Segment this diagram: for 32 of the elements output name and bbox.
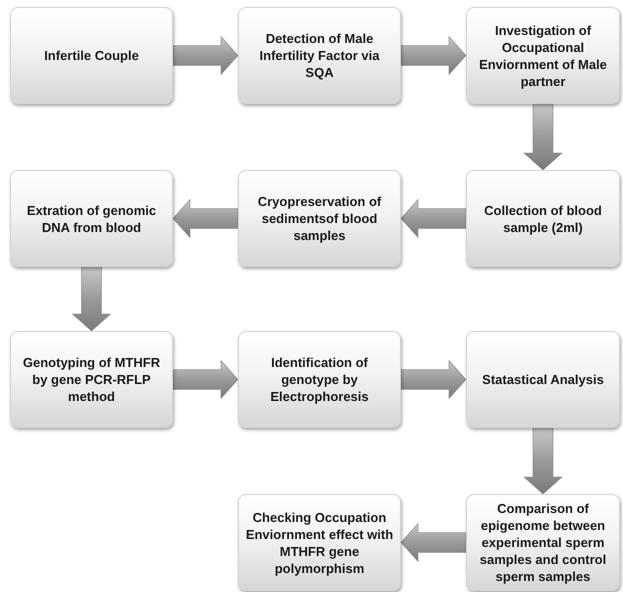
block-arrow — [172, 360, 238, 400]
block-arrow — [400, 522, 466, 562]
step-text: Cryopreservation of sedimentsof blood samples — [256, 193, 382, 244]
process-box — [10, 331, 173, 428]
step-text: Infertile Couple — [44, 47, 139, 64]
process-box — [466, 7, 620, 104]
process-box — [238, 494, 401, 591]
process-box — [10, 170, 173, 267]
step-text: Comparison of epigenome between experimental sperm samples and control sperm samples — [478, 500, 608, 585]
process-box — [238, 7, 401, 104]
step-text: Investigation of Occupational Enviornment of Male partner — [478, 22, 608, 90]
process-box — [238, 331, 401, 428]
block-arrow — [400, 36, 466, 76]
process-box — [10, 7, 173, 104]
process-box — [466, 170, 620, 267]
step-text: Checking Occupation Enviornment effect with MTHFR gene polymorphism — [245, 508, 394, 576]
step-text: Extration of genomic DNA from blood — [26, 202, 158, 236]
step-text: Statastical Analysis — [482, 371, 604, 388]
step-text: Genotyping of MTHFR by gene PCR-RFLP method — [22, 354, 162, 405]
process-box — [466, 494, 620, 591]
block-arrow — [400, 198, 466, 238]
step-text: Collection of blood sample (2ml) — [483, 202, 603, 236]
block-arrow — [72, 266, 112, 332]
block-arrow — [172, 36, 238, 76]
process-box — [238, 170, 401, 267]
step-text: Detection of Male Infertility Factor via SQA — [258, 30, 380, 81]
block-arrow — [523, 104, 563, 170]
process-box — [466, 331, 620, 428]
block-arrow — [523, 428, 563, 494]
step-text: Identification of genotype by Electrophoresis — [269, 354, 370, 405]
block-arrow — [172, 198, 238, 238]
block-arrow — [400, 360, 466, 400]
